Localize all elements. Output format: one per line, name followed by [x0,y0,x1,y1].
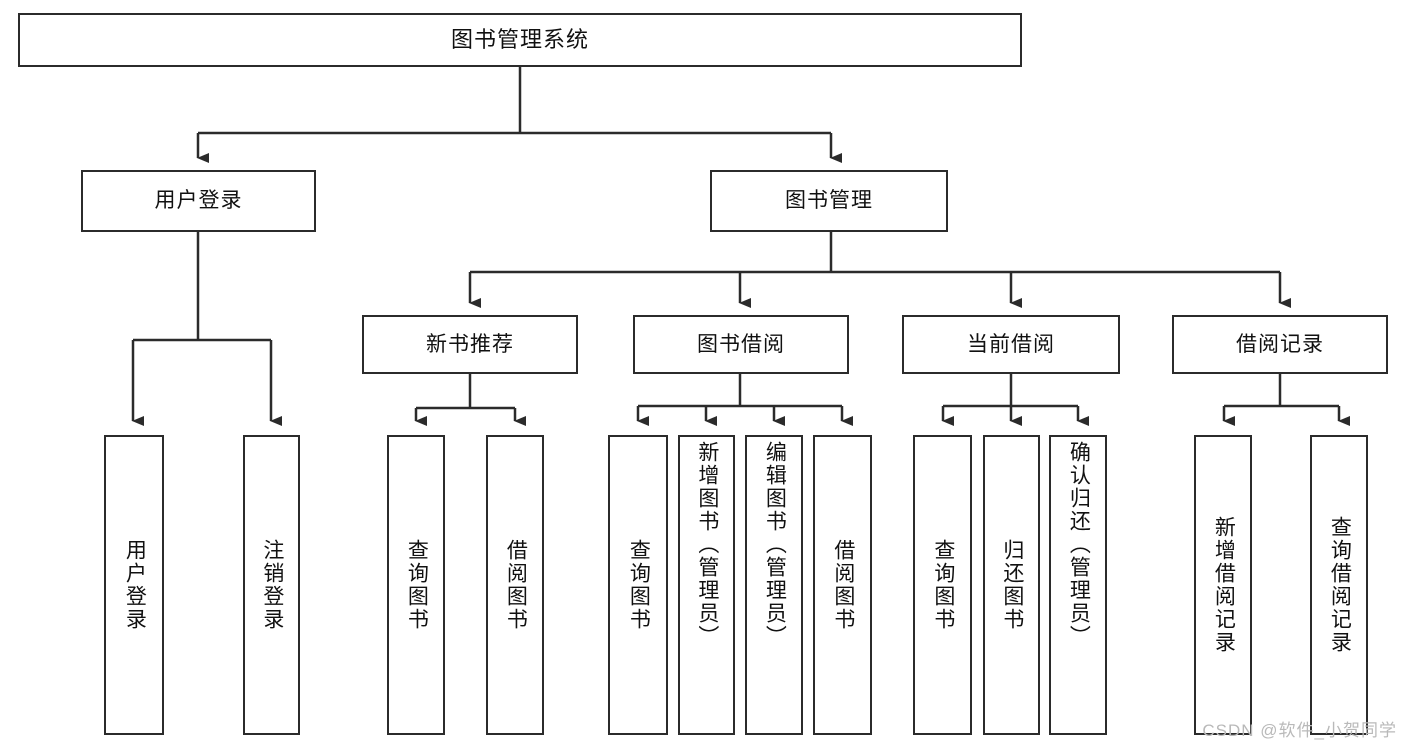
node-label: 图书管理系统 [450,26,589,52]
node-user-login[interactable]: 用户登录 [81,170,316,232]
node-label: 用户登录 [123,539,147,631]
node-label: 查询借阅记录 [1328,516,1352,654]
node-leaf-edit-book-admin[interactable]: 编辑图书（管理员） [745,435,803,735]
node-label: 图书管理 [785,189,873,213]
node-label: 新书推荐 [426,332,514,356]
node-root-book-management-system[interactable]: 图书管理系统 [18,13,1022,67]
node-leaf-query-borrow-record[interactable]: 查询借阅记录 [1310,435,1368,735]
node-label: 当前借阅 [967,332,1055,356]
node-leaf-query-books-current[interactable]: 查询图书 [913,435,972,735]
node-label: 新增借阅记录 [1212,516,1236,654]
node-label: 确认归还（管理员） [1067,441,1091,648]
node-label: 借阅图书 [831,539,855,631]
csdn-watermark: CSDN @软件_小贺同学 [1202,721,1397,740]
node-book-borrowing[interactable]: 图书借阅 [633,315,849,374]
node-leaf-add-book-admin[interactable]: 新增图书（管理员） [678,435,735,735]
node-label: 注销登录 [260,539,284,631]
node-leaf-query-books-borrow[interactable]: 查询图书 [608,435,668,735]
node-label: 借阅图书 [504,539,528,631]
node-label: 查询图书 [627,539,651,631]
node-leaf-logout[interactable]: 注销登录 [243,435,300,735]
node-label: 借阅记录 [1236,332,1324,356]
node-leaf-add-borrow-record[interactable]: 新增借阅记录 [1194,435,1252,735]
node-label: 用户登录 [154,189,243,213]
node-leaf-query-books-recommend[interactable]: 查询图书 [387,435,445,735]
node-label: 查询图书 [931,539,955,631]
node-leaf-return-books[interactable]: 归还图书 [983,435,1040,735]
node-label: 新增图书（管理员） [695,441,719,648]
node-leaf-borrow-books-recommend[interactable]: 借阅图书 [486,435,544,735]
node-label: 编辑图书（管理员） [763,441,787,648]
node-label: 查询图书 [405,539,429,631]
node-leaf-confirm-return-admin[interactable]: 确认归还（管理员） [1049,435,1107,735]
node-new-book-recommendation[interactable]: 新书推荐 [362,315,578,374]
node-borrowing-records[interactable]: 借阅记录 [1172,315,1388,374]
node-label: 图书借阅 [697,332,785,356]
node-leaf-borrow-books[interactable]: 借阅图书 [813,435,872,735]
node-leaf-user-login[interactable]: 用户登录 [104,435,164,735]
node-current-borrowing[interactable]: 当前借阅 [902,315,1120,374]
node-book-management[interactable]: 图书管理 [710,170,948,232]
node-label: 归还图书 [1000,539,1024,631]
